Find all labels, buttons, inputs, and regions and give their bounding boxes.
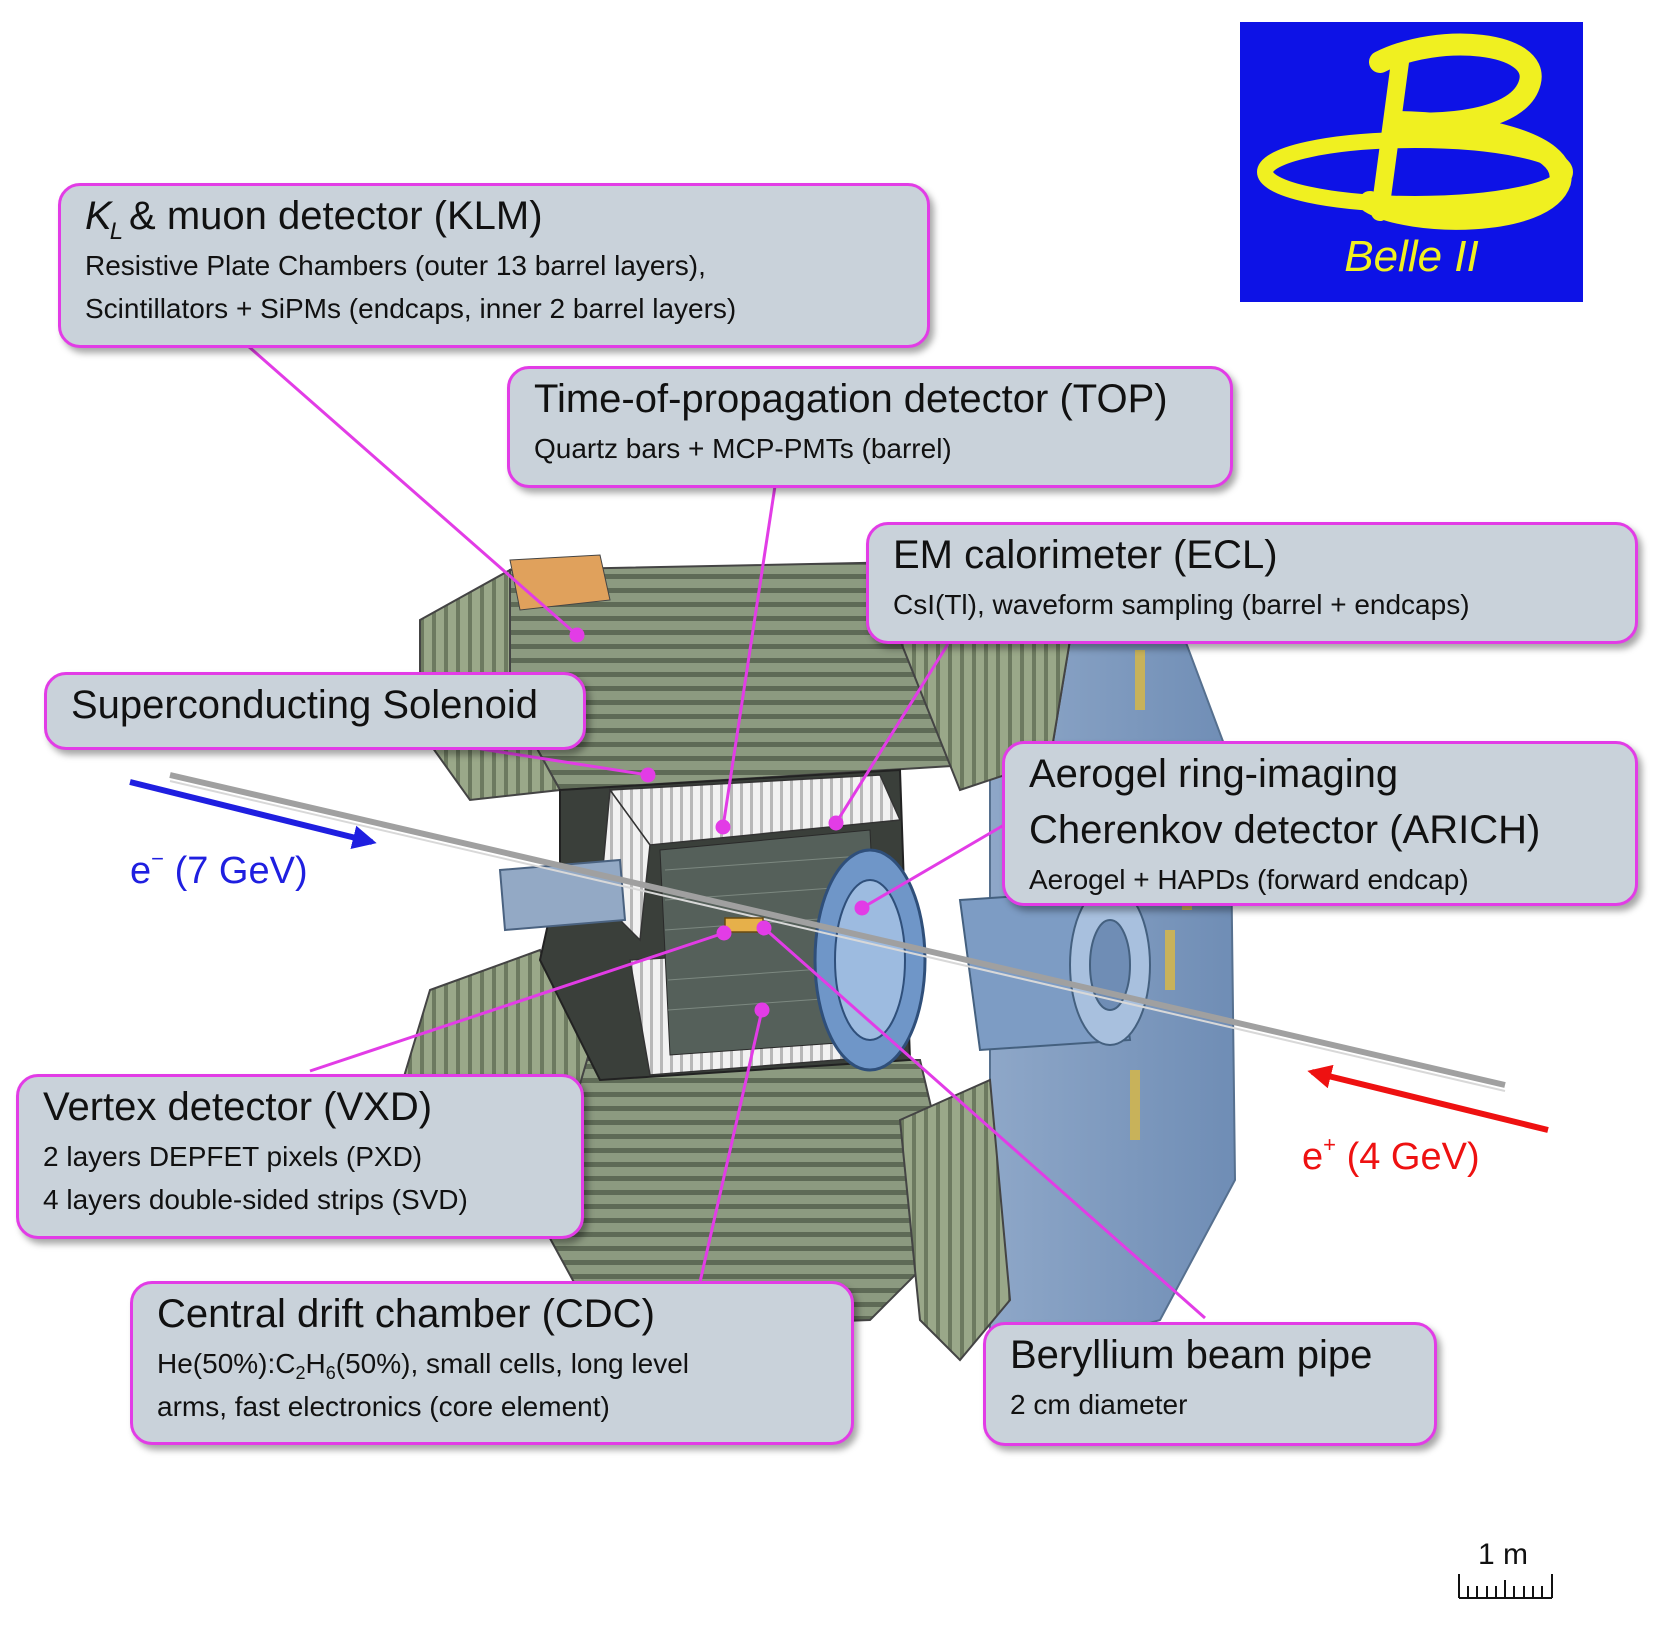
leader-beampipe (763, 926, 1206, 1320)
callout-cdc: Central drift chamber (CDC) He(50%):C2H6… (130, 1281, 854, 1445)
callout-beampipe: Beryllium beam pipe 2 cm diameter (983, 1322, 1437, 1446)
leader-vxd (309, 931, 725, 1073)
klm-title: KL& muon detector (KLM) (85, 194, 543, 245)
detector-rendering (169, 554, 1506, 1362)
leader-top (721, 485, 777, 828)
ecl-title: EM calorimeter (ECL) (893, 533, 1278, 577)
cdc-line-1: He(50%):C2H6(50%), small cells, long lev… (157, 1348, 689, 1383)
arich-line-1: Aerogel + HAPDs (forward endcap) (1029, 864, 1469, 895)
klm-line-1: Resistive Plate Chambers (outer 13 barre… (85, 250, 706, 281)
scale-bar-label: 1 m (1478, 1538, 1529, 1571)
top-line-1: Quartz bars + MCP-PMTs (barrel) (534, 433, 952, 464)
cdc-title: Central drift chamber (CDC) (157, 1292, 655, 1336)
belle2-logo-text: Belle II (1344, 232, 1479, 281)
scale-bar (1458, 1574, 1553, 1599)
leader-cdc (698, 1009, 764, 1283)
beam-pipe-line-2 (169, 780, 1506, 1092)
electron-beam-arrow (129, 779, 377, 850)
klm-bottom-right-face (898, 1078, 1012, 1362)
leader-solenoid (474, 746, 649, 777)
callout-solenoid: Superconducting Solenoid (44, 672, 586, 750)
vxd-title: Vertex detector (VXD) (43, 1085, 433, 1129)
positron-beam-arrow (1307, 1064, 1549, 1133)
beam-pipe-line-1 (169, 772, 1506, 1088)
leader-lines (247, 344, 1206, 1320)
belle2-logo: Belle II (1240, 22, 1583, 302)
callout-arich: Aerogel ring-imaging Cherenkov detector … (1002, 741, 1638, 906)
callout-ecl: EM calorimeter (ECL) CsI(Tl), waveform s… (866, 522, 1638, 644)
beampipe-line-1: 2 cm diameter (1010, 1389, 1188, 1420)
callout-vxd: Vertex detector (VXD) 2 layers DEPFET pi… (16, 1074, 584, 1239)
cdc-line-2: arms, fast electronics (core element) (157, 1391, 610, 1422)
callout-klm: KL& muon detector (KLM) Resistive Plate … (58, 183, 930, 348)
positron-beam-label: e+ (4 GeV) (1302, 1132, 1480, 1178)
backward-beam-structure (498, 858, 627, 932)
top-title: Time-of-propagation detector (TOP) (534, 377, 1168, 421)
solenoid-title: Superconducting Solenoid (71, 683, 539, 727)
electron-beam-label: e− (7 GeV) (130, 846, 308, 892)
ecl-line-1: CsI(Tl), waveform sampling (barrel + end… (893, 589, 1470, 620)
klm-corner-detail (509, 554, 611, 611)
vxd-line-2: 4 layers double-sided strips (SVD) (43, 1184, 468, 1215)
arich-title-1: Aerogel ring-imaging (1029, 752, 1399, 796)
leader-klm (247, 344, 578, 637)
arich-title-2: Cherenkov detector (ARICH) (1029, 808, 1541, 852)
belle2-logo-emblem (1257, 33, 1573, 230)
klm-line-2: Scintillators + SiPMs (endcaps, inner 2 … (85, 293, 737, 324)
callout-top: Time-of-propagation detector (TOP) Quart… (507, 366, 1233, 488)
leader-arich (861, 823, 1005, 910)
leader-ecl (834, 643, 950, 824)
beampipe-title: Beryllium beam pipe (1010, 1333, 1373, 1377)
vxd-line-1: 2 layers DEPFET pixels (PXD) (43, 1141, 423, 1172)
